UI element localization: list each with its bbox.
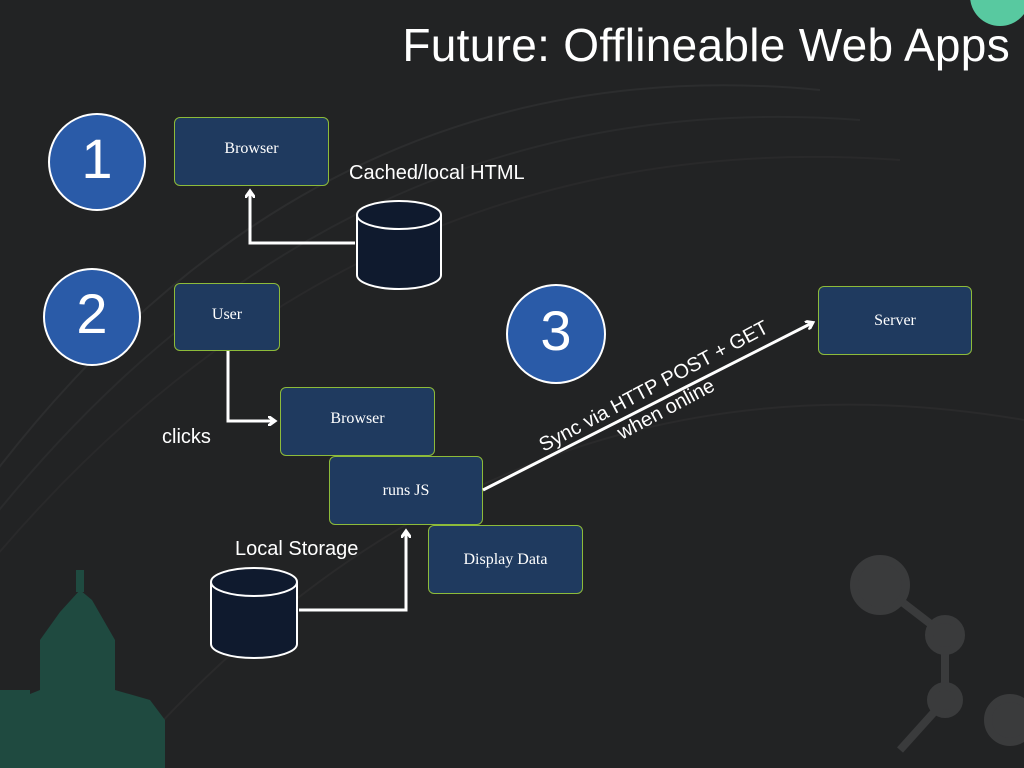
cached-html-label: Cached/local HTML	[349, 162, 525, 184]
cached-html-cylinder	[356, 200, 442, 290]
js-to-server-arrow	[482, 323, 812, 492]
server-box: Server	[818, 286, 972, 355]
browser-box-2: Browser	[280, 387, 435, 456]
step-number-2: 2	[43, 268, 141, 366]
local-storage-cylinder	[210, 567, 298, 659]
cylinder-to-browser-arrow	[250, 192, 355, 245]
building-silhouette	[0, 570, 165, 768]
corner-accent-circle	[970, 0, 1024, 26]
step-number-3: 3	[506, 284, 606, 384]
user-box: User	[174, 283, 280, 351]
step-number-1: 1	[48, 113, 146, 211]
molecule-decoration	[850, 555, 1024, 753]
local-storage-label: Local Storage	[235, 538, 359, 560]
runs-js-box: runs JS	[329, 456, 483, 525]
user-to-browser-arrow	[226, 351, 274, 421]
slide-title: Future: Offlineable Web Apps	[402, 19, 1010, 71]
browser-box-1: Browser	[174, 117, 329, 186]
clicks-label: clicks	[162, 426, 211, 448]
storage-to-js-arrow	[299, 532, 406, 612]
display-data-box: Display Data	[428, 525, 583, 594]
